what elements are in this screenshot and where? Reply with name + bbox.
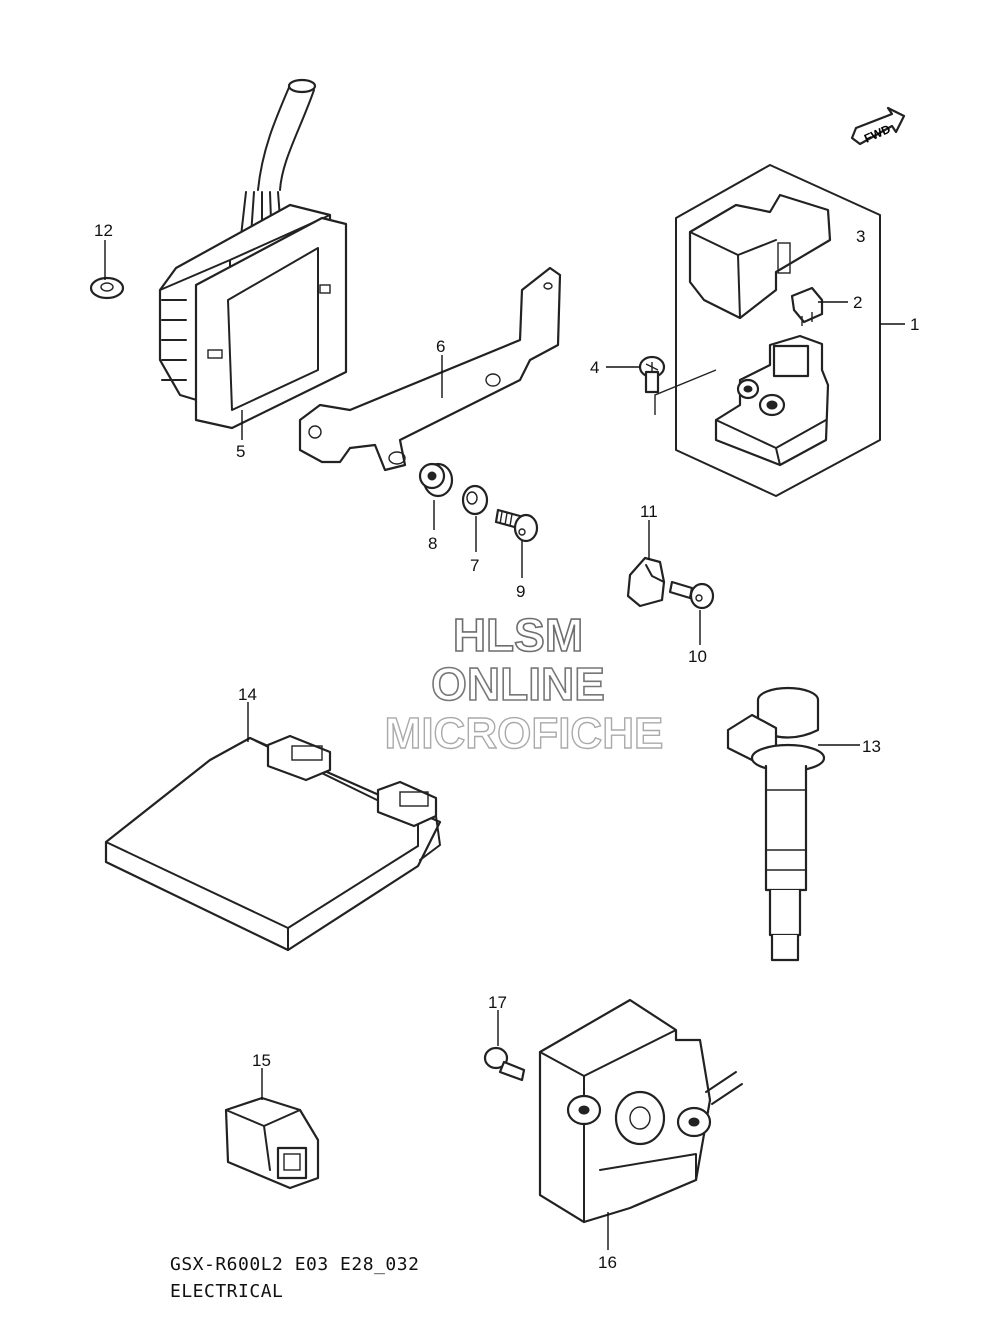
part-14-ecm bbox=[104, 734, 442, 952]
watermark: HLSM ONLINE MICROFICHE bbox=[384, 608, 664, 759]
callout-5: 5 bbox=[236, 442, 245, 461]
callout-6: 6 bbox=[436, 337, 445, 356]
part-10-bolt bbox=[668, 580, 715, 610]
callout-17: 17 bbox=[488, 993, 507, 1012]
callout-11: 11 bbox=[640, 502, 658, 521]
callout-13: 13 bbox=[862, 737, 881, 756]
callout-4: 4 bbox=[590, 358, 599, 377]
part-8-grommet bbox=[418, 462, 454, 498]
part-1-starter-relay-assembly bbox=[654, 164, 881, 497]
callout-12: 12 bbox=[94, 221, 113, 240]
callout-14: 14 bbox=[238, 685, 257, 704]
watermark-line-1: HLSM bbox=[453, 609, 583, 661]
part-5-regulator bbox=[158, 78, 348, 430]
callout-15: 15 bbox=[252, 1051, 271, 1070]
callout-2: 2 bbox=[853, 293, 862, 312]
part-12-nut bbox=[89, 276, 125, 300]
callout-9: 9 bbox=[516, 582, 525, 601]
watermark-line-2: ONLINE bbox=[431, 658, 605, 710]
callout-10: 10 bbox=[688, 647, 707, 666]
part-4-screw bbox=[638, 355, 666, 394]
watermark-line-3: MICROFICHE bbox=[385, 709, 664, 758]
part-16-tip-over-sensor bbox=[538, 998, 743, 1224]
part-9-bolt bbox=[494, 508, 539, 543]
part-15-sensor bbox=[224, 1096, 320, 1190]
diagram-title: ELECTRICAL bbox=[170, 1281, 284, 1302]
callout-8: 8 bbox=[428, 534, 437, 553]
callout-16: 16 bbox=[598, 1253, 617, 1272]
part-17-bolt bbox=[483, 1046, 526, 1082]
leader-lines bbox=[104, 240, 905, 1250]
part-13-ignition-coil bbox=[726, 686, 826, 962]
callout-labels: 1 2 3 4 5 6 7 8 9 10 11 12 13 14 15 16 1… bbox=[94, 221, 919, 1272]
callout-3: 3 bbox=[856, 227, 865, 246]
fwd-arrow: FWD bbox=[850, 106, 906, 146]
part-7-collar bbox=[461, 484, 489, 516]
part-11-clamp bbox=[626, 556, 666, 608]
callout-1: 1 bbox=[910, 315, 919, 334]
diagram-code: GSX-R600L2 E03 E28_032 bbox=[170, 1254, 420, 1275]
part-6-bracket bbox=[298, 266, 562, 472]
callout-7: 7 bbox=[470, 556, 479, 575]
